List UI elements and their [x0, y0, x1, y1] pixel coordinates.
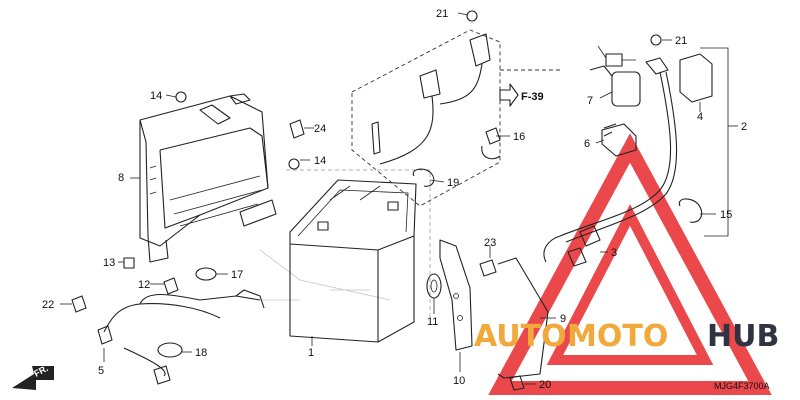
- callout-16: 16: [513, 131, 525, 143]
- battery-box: [139, 93, 277, 263]
- leader-bracket-2: [700, 47, 738, 237]
- nut-21b: [650, 34, 662, 46]
- front-arrow: FR.: [12, 363, 54, 390]
- rubber-pad-11: [426, 273, 442, 299]
- ref-arrow-f39: [499, 83, 519, 107]
- callout-14a: 14: [150, 90, 162, 102]
- callout-15: 15: [720, 209, 732, 221]
- callout-2: 2: [741, 121, 747, 133]
- battery: [286, 169, 431, 343]
- relay-cover: [601, 123, 637, 157]
- callout-24: 24: [314, 123, 326, 135]
- callout-14b: 14: [314, 155, 326, 167]
- harness-dashed-group: [351, 29, 560, 207]
- callout-6: 6: [584, 138, 590, 150]
- clamp-18: [157, 342, 183, 358]
- ref-label-f39: F-39: [521, 91, 544, 103]
- callout-23: 23: [484, 237, 496, 249]
- callout-17: 17: [231, 269, 243, 281]
- bolt-24: [289, 119, 305, 139]
- watermark-triangle: [488, 133, 772, 395]
- nut-14b: [288, 158, 300, 170]
- negative-cable-5: [97, 289, 265, 385]
- cable-harness: [543, 71, 678, 267]
- callout-4: 4: [697, 111, 703, 123]
- callout-10: 10: [453, 375, 465, 387]
- callout-22: 22: [42, 299, 54, 311]
- callout-21b: 21: [675, 35, 687, 47]
- battery-band-9: [497, 257, 549, 379]
- relay-6: [603, 123, 617, 129]
- callout-9: 9: [560, 313, 566, 325]
- bolt-20: [509, 375, 525, 391]
- callout-21a: 21: [436, 8, 448, 20]
- honda-logo: [259, 249, 391, 301]
- callout-8: 8: [118, 172, 124, 184]
- nut-14a: [175, 91, 187, 103]
- clamp-19: [412, 168, 435, 187]
- callout-12: 12: [138, 279, 150, 291]
- clamp-17: [195, 267, 217, 281]
- leader-lines: [60, 12, 716, 385]
- watermark-hub: HUB: [707, 319, 779, 354]
- bolt-23: [479, 259, 497, 277]
- callout-11: 11: [427, 316, 438, 328]
- clamp-15: [678, 198, 703, 223]
- nut-13: [123, 257, 135, 269]
- bolt-12: [163, 277, 179, 295]
- callout-7: 7: [587, 95, 593, 107]
- callout-5: 5: [98, 365, 104, 377]
- terminal-cover: [645, 53, 713, 103]
- callout-20: 20: [539, 379, 551, 391]
- callout-13: 13: [103, 257, 115, 269]
- nut-21a: [466, 10, 478, 22]
- callout-1: 1: [308, 347, 314, 359]
- callout-3: 3: [611, 247, 617, 259]
- watermark-auto: AUTO: [474, 319, 567, 354]
- watermark-moto: MOTO: [567, 319, 668, 354]
- clamp-16: [481, 127, 501, 160]
- watermark-text: AUTO MOTO HUB: [474, 319, 779, 354]
- battery-stay-10: [439, 239, 473, 351]
- bolt-22: [71, 295, 87, 313]
- callout-18: 18: [195, 347, 207, 359]
- diagram-code: MJG4F3700A: [714, 381, 770, 391]
- callout-19: 19: [447, 177, 459, 189]
- starter-relay: [589, 45, 641, 107]
